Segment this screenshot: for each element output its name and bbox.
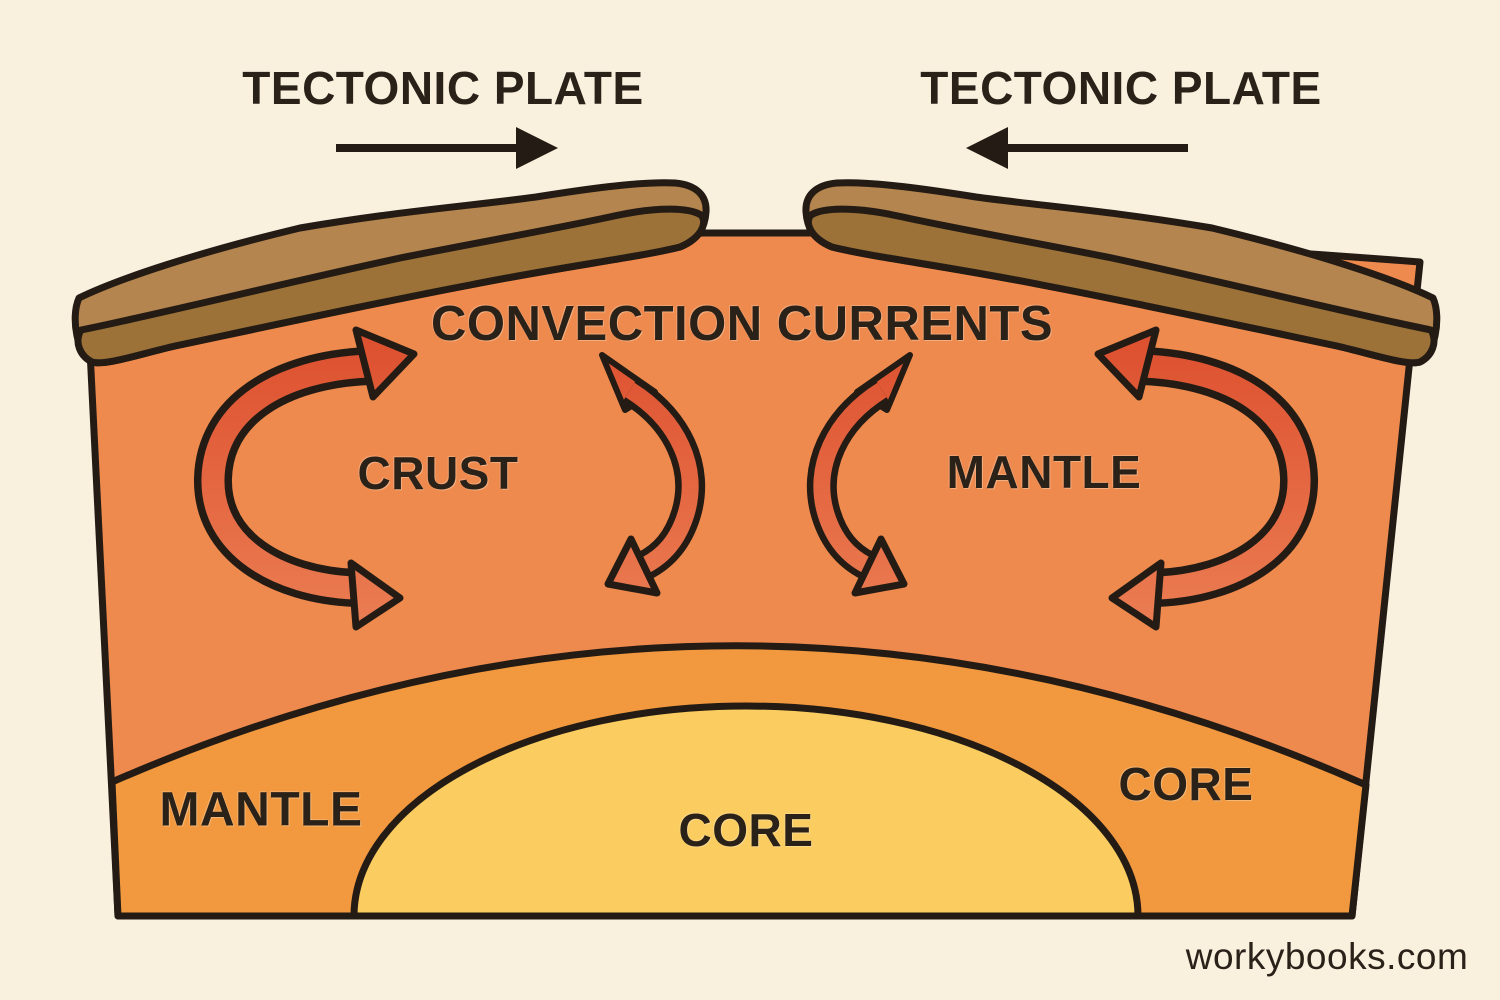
tectonic-plate-right-label: TECTONIC PLATE: [920, 62, 1322, 114]
core-shape: [350, 702, 1142, 920]
convection-currents-title: CONVECTION CURRENTS: [430, 297, 1054, 351]
tectonic-plate-left-shape: [71, 179, 710, 367]
crust-label: CRUST: [357, 447, 519, 499]
plate-right-lower-band: [805, 205, 1438, 367]
plate-left-lower-band: [74, 205, 707, 367]
plate-motion-arrow-right: [966, 127, 1188, 169]
tectonic-plate-left-label: TECTONIC PLATE: [242, 62, 644, 114]
inner-arc-body: [813, 382, 887, 574]
convection-arrow-inner-right: [806, 352, 913, 597]
tectonic-plate-right-shape: [802, 179, 1441, 367]
watermark-text: workybooks.com: [1185, 936, 1469, 977]
right-side-mirror-group: [802, 179, 1441, 631]
mantle-right-label: MANTLE: [946, 446, 1142, 498]
arrowhead-up-left-icon: [1094, 326, 1160, 401]
arrowhead-down-left-icon: [604, 535, 661, 597]
core-bottom-right-label: CORE: [1118, 758, 1254, 810]
inner-arc-body: [625, 382, 699, 574]
arrowhead-down-right-icon: [347, 559, 404, 631]
convection-arc-body: [1143, 354, 1311, 600]
convection-arc-body: [201, 354, 369, 600]
core-center-label: CORE: [678, 804, 814, 856]
plate-motion-arrow-left: [336, 127, 558, 169]
arrowhead-down-left-icon: [1108, 559, 1165, 631]
mantle-bottom-left-label: MANTLE: [159, 783, 363, 837]
left-arrow-icon: [966, 127, 1008, 169]
convection-arrow-inner-left: [599, 352, 706, 597]
arrowhead-up-right-icon: [352, 326, 418, 401]
arrowhead-down-right-icon: [851, 535, 908, 597]
convection-arrow-outer-left: [194, 326, 418, 631]
right-arrow-icon: [516, 127, 558, 169]
convection-arrow-outer-right: [1094, 326, 1318, 631]
